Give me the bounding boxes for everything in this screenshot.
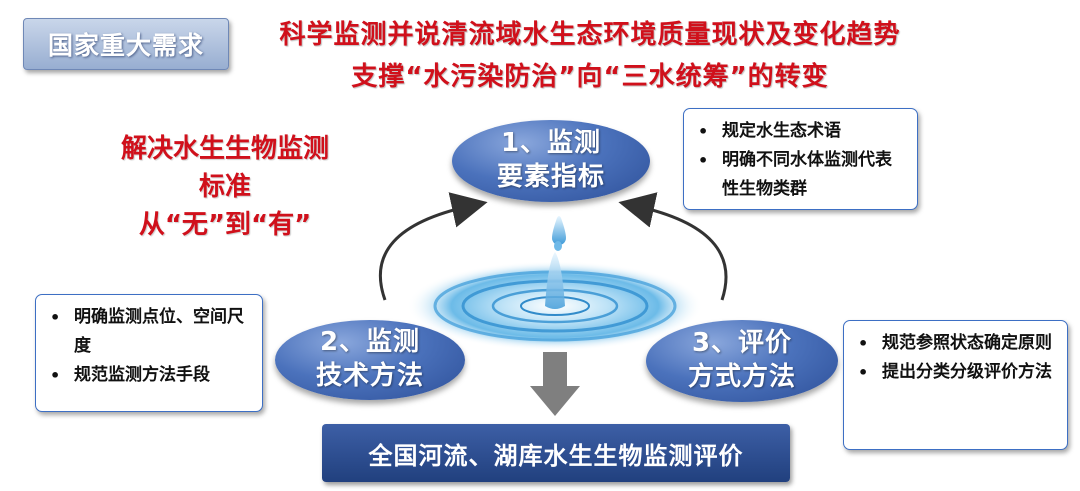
down-arrow-icon (530, 352, 580, 416)
water-ripple (407, 252, 703, 351)
box-evaluation: 规范参照状态确定原则 提出分类分级评价方法 (843, 320, 1068, 450)
node-1-line-2: 要素指标 (496, 162, 605, 192)
box-indicators-item-1: 规定水生态术语 (696, 117, 907, 146)
node-2-line-2: 技术方法 (315, 361, 424, 391)
box-indicators: 规定水生态术语 明确不同水体监测代表性生物类群 (683, 108, 918, 210)
headline-line-1: 科学监测并说清流域水生态环境质量现状及变化趋势 (279, 20, 901, 50)
node-monitoring-methods: 2、监测 技术方法 (275, 320, 465, 400)
slogan-line-2: 标准 (198, 172, 251, 202)
box-methods-item-1: 明确监测点位、空间尺度 (48, 303, 252, 361)
node-2-line-1: 2、监测 (319, 327, 421, 358)
box-evaluation-item-2: 提出分类分级评价方法 (856, 358, 1057, 387)
box-indicators-item-2: 明确不同水体监测代表性生物类群 (696, 146, 907, 204)
curved-arrow-right (618, 192, 728, 301)
water-drop-icon (552, 216, 566, 251)
node-3-line-2: 方式方法 (687, 362, 796, 392)
node-evaluation-methods: 3、评价 方式方法 (646, 320, 838, 402)
slogan-line-3: 从“无”到“有” (138, 210, 312, 240)
node-3-line-1: 3、评价 (691, 328, 793, 359)
requirement-tag: 国家重大需求 (23, 18, 229, 70)
curved-arrow-left (379, 192, 488, 301)
box-evaluation-item-1: 规范参照状态确定原则 (856, 329, 1057, 358)
headline-line-2: 支撑“水污染防治”向“三水统筹”的转变 (351, 62, 829, 92)
node-1-line-1: 1、监测 (500, 128, 602, 159)
node-monitoring-indicators: 1、监测 要素指标 (452, 120, 650, 202)
box-methods-item-2: 规范监测方法手段 (48, 361, 252, 390)
slogan-line-1: 解决水生生物监测 (120, 134, 329, 164)
outcome-banner: 全国河流、湖库水生生物监测评价 (322, 424, 790, 482)
box-methods: 明确监测点位、空间尺度 规范监测方法手段 (35, 294, 263, 412)
